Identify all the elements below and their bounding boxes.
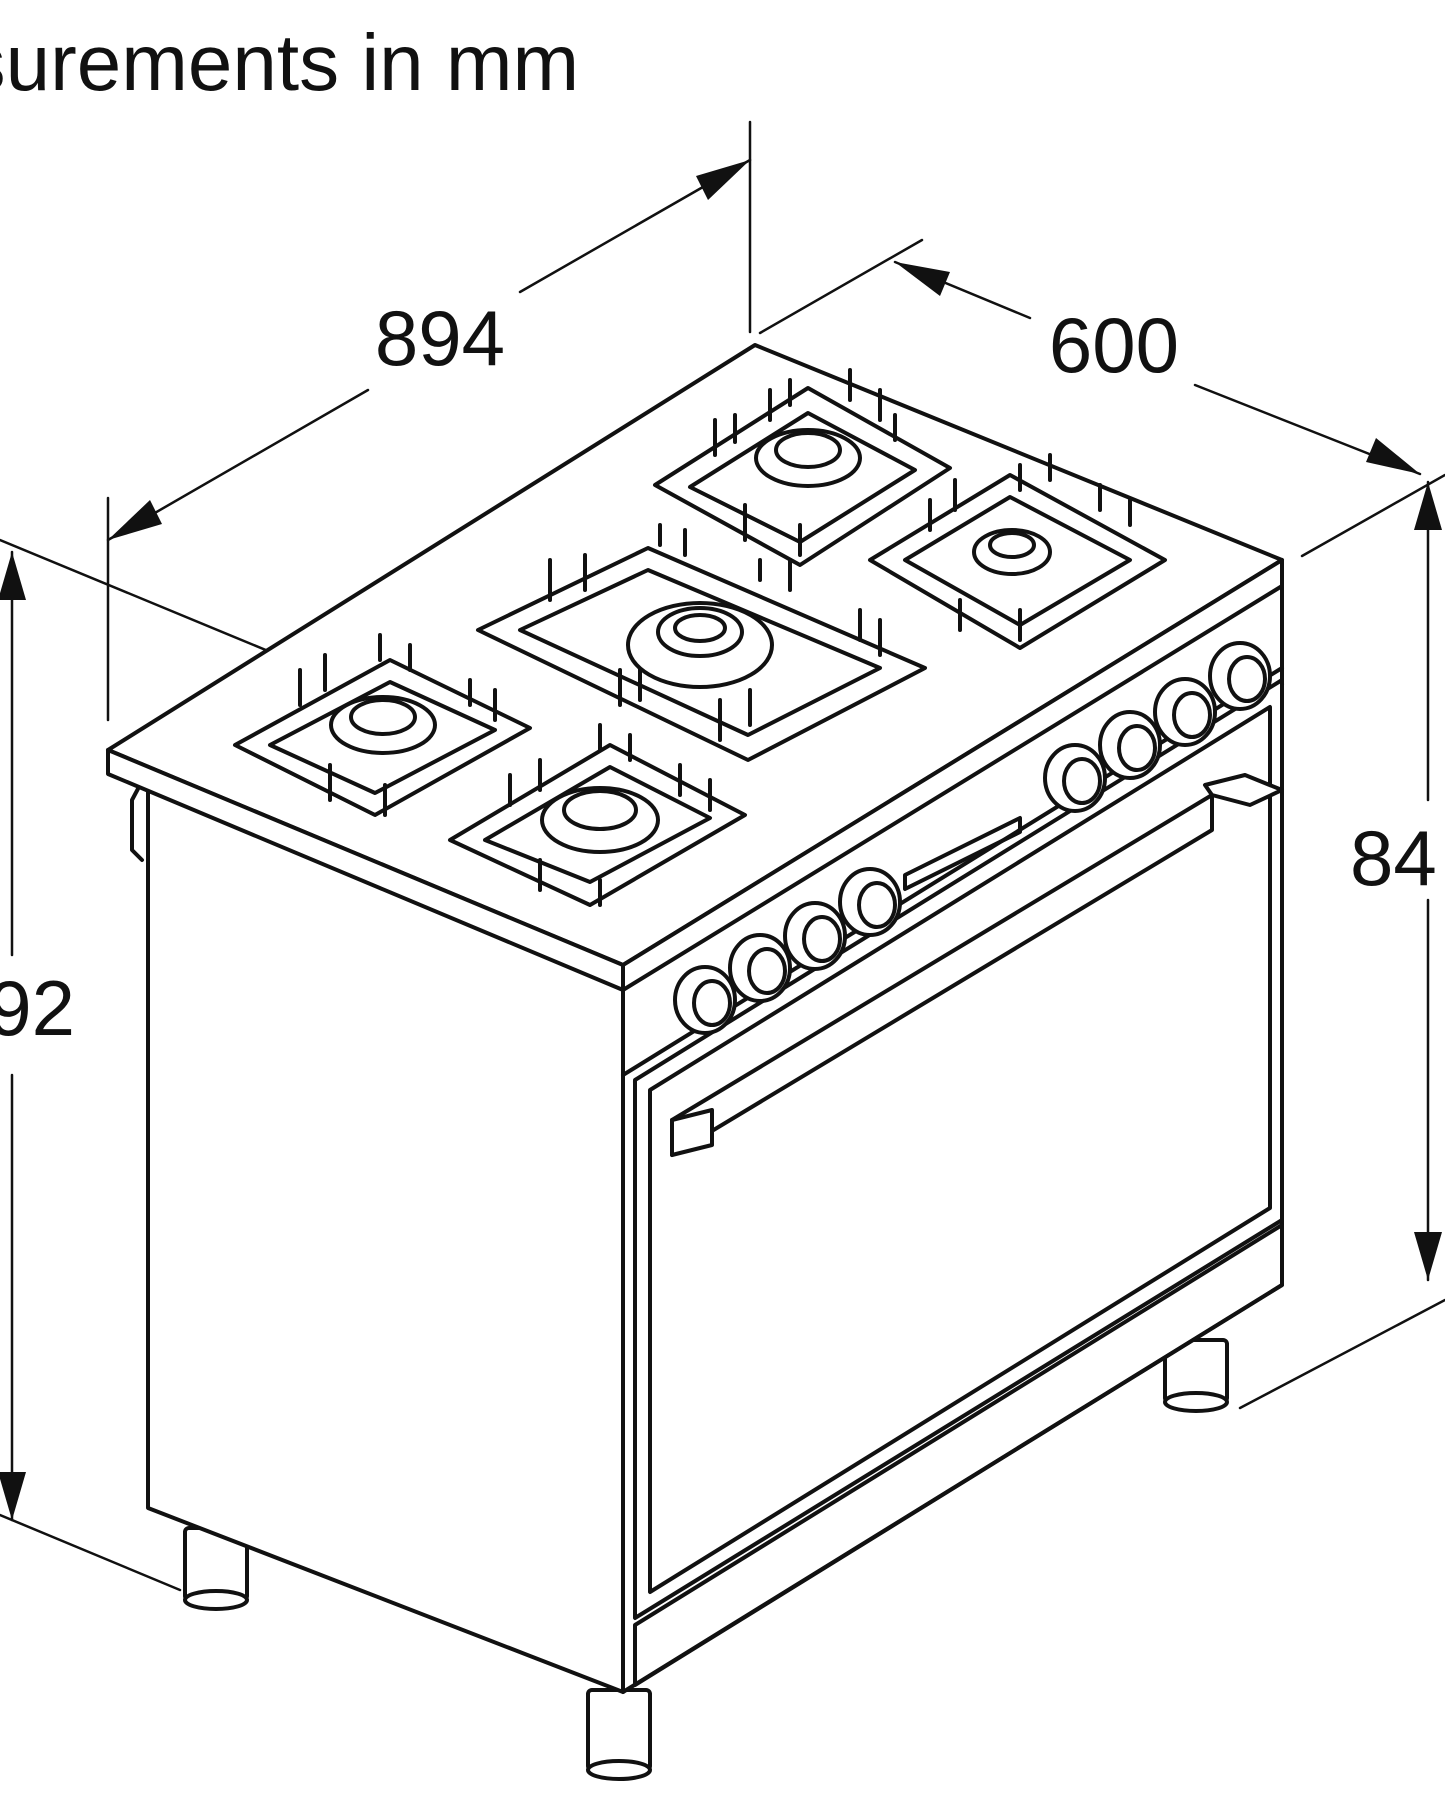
dimension-height-right: 84	[1238, 480, 1445, 1410]
door-handle	[670, 773, 1284, 1157]
control-knob	[1098, 710, 1162, 780]
display-slot	[903, 816, 1022, 891]
burner-rear-left	[653, 368, 952, 567]
burners	[233, 368, 1167, 907]
height-right-label: 84	[1350, 814, 1437, 902]
burner-front-center	[448, 723, 747, 907]
width-label: 894	[375, 294, 505, 382]
control-knob	[838, 867, 902, 937]
arrow-right	[696, 160, 750, 200]
dimension-depth: 600	[758, 238, 1445, 558]
arrow-front	[1366, 438, 1420, 474]
control-knobs	[673, 641, 1272, 1035]
control-knob	[783, 901, 847, 971]
dimension-height-left: 892	[0, 538, 287, 1592]
control-knob	[728, 933, 792, 1003]
height-left-label: 892	[0, 964, 75, 1052]
oven-door	[633, 678, 1284, 1620]
cooktop-side-edge	[106, 748, 625, 992]
cooker	[106, 343, 1284, 1781]
drawing-title: Measurements in mm	[0, 18, 579, 107]
control-knob	[1043, 743, 1107, 813]
burner-center-wok	[476, 523, 927, 762]
burner-front-left	[233, 633, 532, 817]
feet	[183, 1338, 1229, 1781]
arrow-top	[1414, 482, 1442, 530]
arrow-bottom	[1414, 1232, 1442, 1280]
arrow-top	[0, 552, 26, 600]
bottom-drawer	[633, 1223, 1284, 1687]
dimension-width: 894	[106, 120, 752, 722]
arrow-back	[895, 262, 950, 296]
control-knob	[673, 965, 737, 1035]
control-knob	[1153, 677, 1217, 747]
control-knob	[1208, 641, 1272, 711]
arrow-bottom	[0, 1472, 26, 1520]
arrow-left	[108, 500, 162, 540]
burner-rear-right	[868, 453, 1167, 650]
depth-label: 600	[1049, 301, 1179, 389]
